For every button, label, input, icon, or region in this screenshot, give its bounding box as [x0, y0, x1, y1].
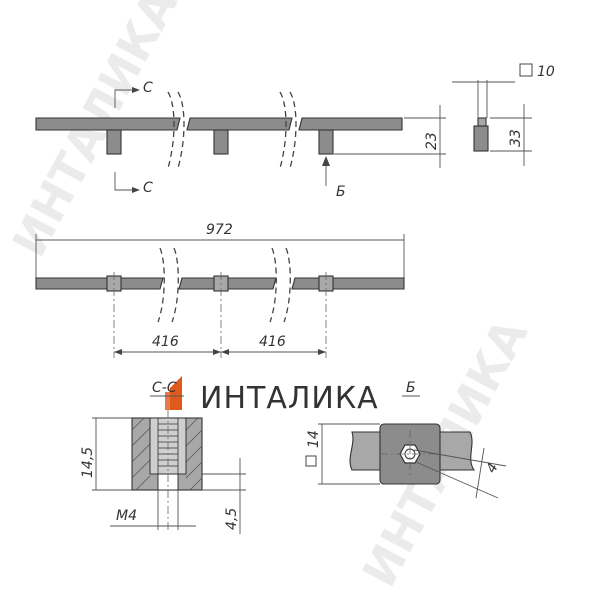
watermark-text: ИНТАЛИКА — [2, 0, 188, 265]
arrow-icon — [114, 349, 122, 355]
dim-416-right: 416 — [259, 334, 286, 350]
arrow-up-icon — [322, 156, 330, 166]
brand-name: ИНТАЛИКА — [200, 381, 379, 416]
view-b: Б 14 4 — [305, 380, 507, 499]
top-view: С С Б 23 — [35, 80, 446, 200]
bar-end — [477, 117, 487, 127]
break-line — [171, 247, 179, 323]
break-line — [157, 247, 165, 323]
dim-14-5: 14,5 — [80, 447, 96, 478]
bar-plan-right — [291, 277, 405, 290]
arrow-icon — [132, 187, 140, 193]
section-cc-title: С-С — [152, 380, 177, 396]
break-line — [283, 247, 291, 323]
section-label-c: С — [143, 80, 153, 96]
section-cc: С-С — [80, 380, 246, 534]
dim-4: 4 — [483, 460, 501, 475]
square-symbol-icon — [305, 455, 317, 467]
break-line — [167, 91, 175, 169]
square-symbol-icon — [519, 63, 533, 77]
arrow-icon — [221, 349, 229, 355]
break-line — [269, 247, 277, 323]
arrow-icon — [318, 349, 326, 355]
bar-segment-middle — [186, 117, 293, 131]
brand-logo: ИНТАЛИКА — [165, 376, 379, 416]
dim-square-14: 14 — [306, 430, 322, 448]
arrow-icon — [213, 349, 221, 355]
watermark: ИНТАЛИКА ИНТАЛИКА — [2, 0, 538, 595]
dim-972: 972 — [206, 222, 233, 238]
plan-view: 972 416 416 — [35, 222, 405, 358]
dim-square-10: 10 — [537, 64, 555, 80]
leg-right — [318, 129, 334, 155]
break-line — [279, 91, 287, 169]
bar-segment-right — [298, 117, 403, 131]
leader-line — [413, 449, 507, 467]
leg-side — [473, 125, 489, 152]
bar-plan-left — [35, 277, 164, 290]
view-label-b: Б — [336, 184, 346, 200]
view-b-title: Б — [406, 380, 416, 396]
hatch-pattern — [131, 417, 203, 491]
leg-middle — [213, 129, 229, 155]
dim-416-left: 416 — [152, 334, 179, 350]
arrow-icon — [132, 87, 140, 93]
section-marker-top — [114, 89, 132, 108]
leader-line — [415, 461, 499, 499]
leg-left — [106, 129, 122, 155]
section-marker-bottom — [114, 172, 132, 191]
break-line — [289, 91, 297, 169]
logo-icon-part — [165, 392, 175, 410]
dim-4-5: 4,5 — [224, 508, 240, 530]
break-line — [177, 91, 185, 169]
side-view: 10 33 — [452, 63, 555, 166]
dim-m4: M4 — [116, 508, 137, 524]
dim-33: 33 — [508, 129, 524, 147]
dimension-line — [475, 447, 485, 499]
dim-23: 23 — [424, 132, 440, 150]
bar-segment-left — [35, 117, 181, 131]
section-label-c: С — [143, 180, 153, 196]
